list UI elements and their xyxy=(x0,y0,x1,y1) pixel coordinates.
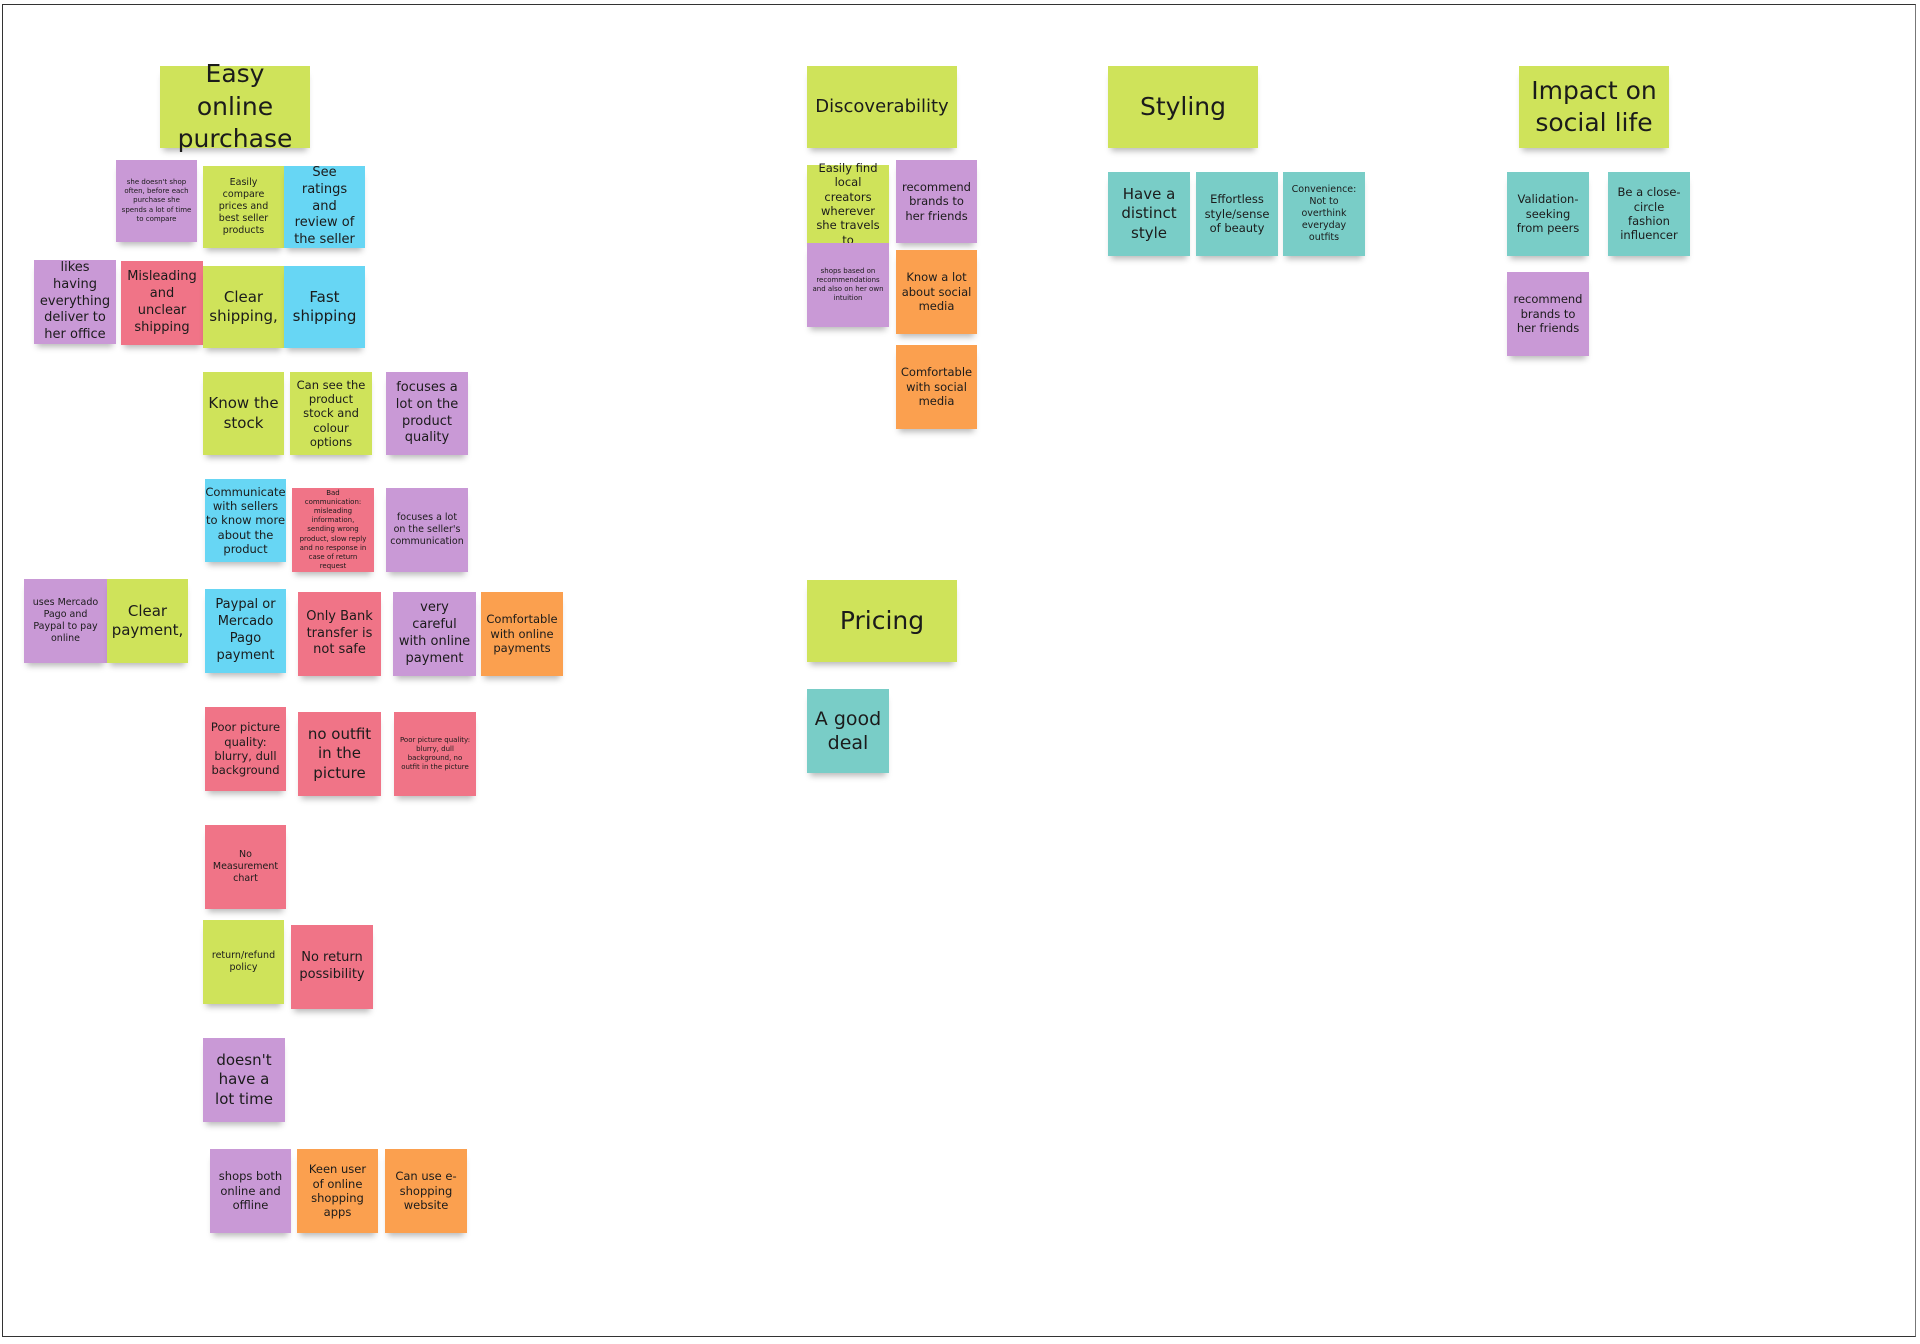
sticky-note[interactable]: recommend brands to her friends xyxy=(896,160,977,243)
sticky-note[interactable]: Fast shipping xyxy=(284,266,365,348)
sticky-note[interactable]: See ratings and review of the seller xyxy=(284,165,365,248)
sticky-header-impact-on-social-life[interactable]: Impact on social life xyxy=(1519,66,1669,148)
sticky-note[interactable]: focuses a lot on the seller's communicat… xyxy=(386,488,468,572)
sticky-note[interactable]: Know a lot about social media xyxy=(896,250,977,334)
sticky-note[interactable]: no outfit in the picture xyxy=(298,712,381,796)
sticky-note[interactable]: Have a distinct style xyxy=(1108,172,1190,256)
sticky-header-discoverability[interactable]: Discoverability xyxy=(807,66,957,148)
sticky-note[interactable]: No Measurement chart xyxy=(205,825,286,909)
sticky-note[interactable]: Can see the product stock and colour opt… xyxy=(290,372,372,455)
sticky-note[interactable]: she doesn't shop often, before each purc… xyxy=(116,160,197,242)
sticky-note[interactable]: Communicate with sellers to know more ab… xyxy=(205,479,286,562)
sticky-note[interactable]: Easily find local creators wherever she … xyxy=(807,161,889,247)
sticky-note[interactable]: Can use e-shopping website xyxy=(385,1149,467,1233)
sticky-note[interactable]: A good deal xyxy=(807,689,889,773)
sticky-note[interactable]: Be a close-circle fashion influencer xyxy=(1608,172,1690,256)
sticky-note[interactable]: Know the stock xyxy=(203,372,284,455)
sticky-note[interactable]: likes having everything deliver to her o… xyxy=(34,260,116,344)
sticky-note[interactable]: Only Bank transfer is not safe xyxy=(298,592,381,676)
sticky-note[interactable]: Misleading and unclear shipping xyxy=(121,261,203,345)
sticky-header-pricing[interactable]: Pricing xyxy=(807,580,957,662)
sticky-note[interactable]: Poor picture quality: blurry, dull backg… xyxy=(205,707,286,791)
sticky-note[interactable]: focuses a lot on the product quality xyxy=(386,372,468,455)
sticky-note[interactable]: No return possibility xyxy=(291,925,373,1009)
sticky-note[interactable]: Convenience: Not to overthink everyday o… xyxy=(1283,172,1365,256)
sticky-note[interactable]: Clear shipping, xyxy=(203,266,284,348)
sticky-note[interactable]: uses Mercado Pago and Paypal to pay onli… xyxy=(24,579,107,663)
sticky-note[interactable]: Keen user of online shopping apps xyxy=(297,1149,378,1233)
sticky-header-styling[interactable]: Styling xyxy=(1108,66,1258,148)
sticky-note[interactable]: Clear payment, xyxy=(107,579,188,663)
sticky-note[interactable]: Paypal or Mercado Pago payment xyxy=(205,589,286,673)
sticky-note[interactable]: shops based on recommendations and also … xyxy=(807,243,889,327)
sticky-note[interactable]: Comfortable with online payments xyxy=(481,592,563,676)
sticky-note[interactable]: Easily compare prices and best seller pr… xyxy=(203,166,284,248)
sticky-note[interactable]: Poor picture quality: blurry, dull backg… xyxy=(394,712,476,796)
sticky-note[interactable]: doesn't have a lot time xyxy=(203,1038,285,1122)
sticky-note[interactable]: return/refund policy xyxy=(203,920,284,1004)
sticky-note[interactable]: shops both online and offline xyxy=(210,1149,291,1233)
sticky-note[interactable]: Comfortable with social media xyxy=(896,345,977,429)
sticky-note[interactable]: very careful with online payment xyxy=(393,592,476,676)
sticky-note[interactable]: Bad communication: misleading informatio… xyxy=(292,488,374,572)
sticky-note[interactable]: recommend brands to her friends xyxy=(1507,272,1589,356)
sticky-note[interactable]: Validation-seeking from peers xyxy=(1507,172,1589,256)
sticky-note[interactable]: Effortless style/sense of beauty xyxy=(1196,172,1278,256)
sticky-header-easy-online-purchase[interactable]: Easy online purchase xyxy=(160,59,310,153)
